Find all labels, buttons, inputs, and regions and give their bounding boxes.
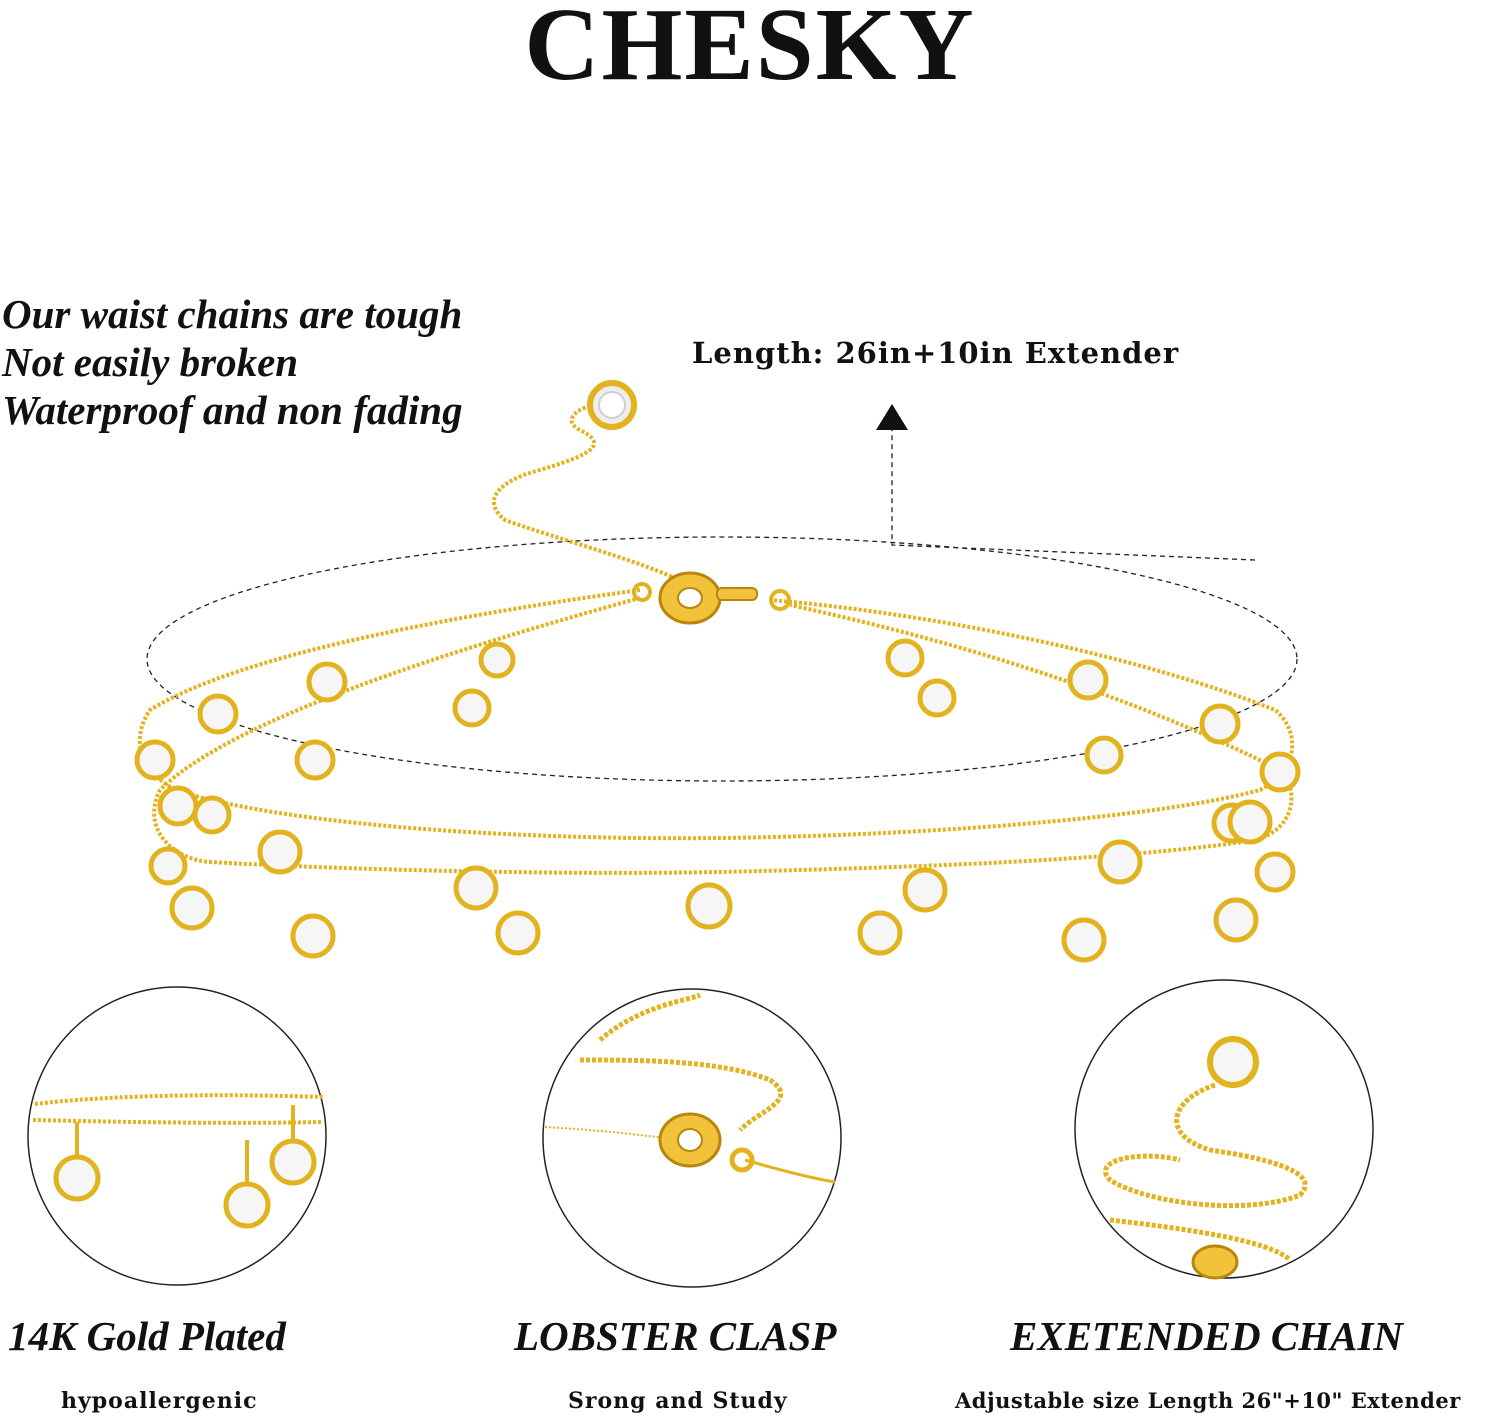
brand-logo: CHESKY	[524, 0, 976, 102]
length-label: Length: 26in+10in Extender	[692, 336, 1180, 370]
gem-charms	[134, 638, 1301, 963]
detail-circle-gold-plated	[27, 986, 327, 1286]
claim-line-waterproof: Waterproof and non fading	[2, 387, 463, 433]
chain-strand-upper	[137, 588, 1295, 841]
dashed-arrow-line	[891, 428, 1256, 561]
claim-line-broken: Not easily broken	[2, 339, 299, 385]
detail-circle-lobster-clasp	[542, 988, 842, 1288]
feature-subtitle-gold-plated: hypoallergenic	[61, 1388, 258, 1414]
lobster-clasp-icon	[632, 571, 791, 625]
feature-title-lobster-clasp: LOBSTER CLASP	[514, 1313, 837, 1359]
product-claims: Our waist chains are tough Not easily br…	[2, 290, 463, 434]
feature-title-gold-plated: 14K Gold Plated	[8, 1313, 286, 1359]
detail-circle-extended-chain	[1074, 979, 1374, 1280]
claim-line-tough: Our waist chains are tough	[2, 291, 463, 337]
extender-gem-charm	[587, 380, 637, 430]
arrow-head-icon	[876, 404, 908, 430]
chain-strand-lower	[152, 596, 1294, 875]
waist-chain	[137, 403, 1295, 875]
feature-subtitle-extended-chain: Adjustable size Length 26"+10" Extender	[955, 1388, 1461, 1413]
feature-title-extended-chain: EXETENDED CHAIN	[1010, 1313, 1404, 1359]
dashed-size-ellipse	[146, 536, 1298, 782]
extender-chain	[492, 403, 691, 587]
feature-subtitle-lobster-clasp: Srong and Study	[568, 1388, 788, 1414]
